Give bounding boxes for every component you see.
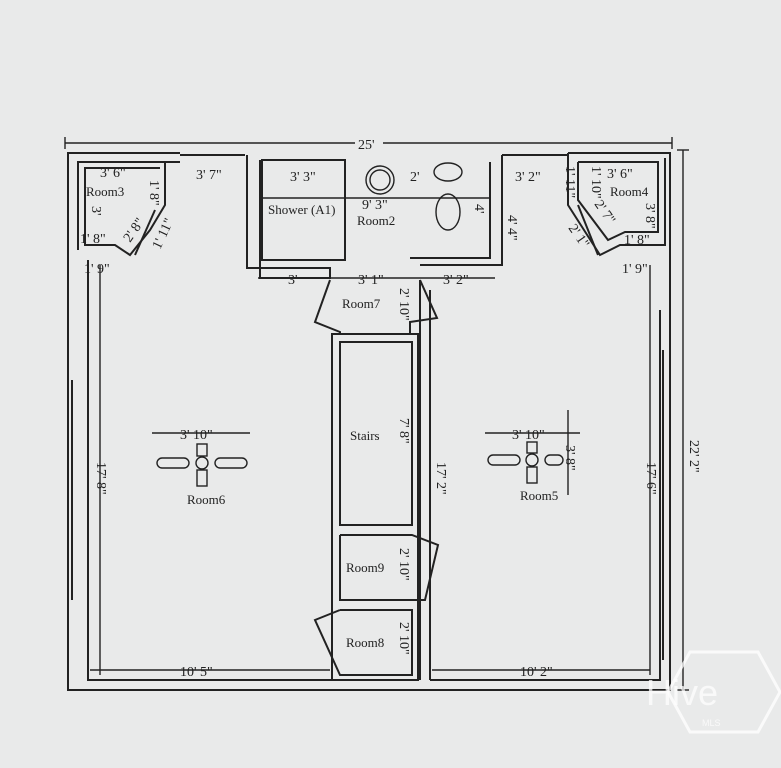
central-core: 3' 3' 1" 3' 2" Room7 2' 10" Stairs 7' 8"…	[258, 273, 495, 681]
dim-corridor-height: 17' 2"	[433, 462, 448, 495]
dim-room8-depth: 2' 10"	[396, 622, 411, 655]
dim-shower-width: 3' 3"	[290, 170, 316, 185]
dim-bath-depth: 4'	[471, 204, 486, 214]
dim-right-top: 3' 2"	[515, 170, 541, 185]
dim-room3-return: 1' 8"	[146, 180, 161, 206]
dim-room5-fan-v: 3' 8"	[562, 445, 577, 471]
dim-room3-height: 3'	[88, 206, 103, 216]
dim-below-bath-mid: 3' 1"	[358, 273, 384, 288]
room8-label: Room8	[346, 635, 384, 650]
stairs-label: Stairs	[350, 428, 380, 443]
dim-below-bath-right: 3' 2"	[443, 273, 469, 288]
room5-label: Room5	[520, 488, 558, 503]
dim-bath-width: 9' 3"	[362, 198, 388, 213]
dim-room6-bottom: 10' 5"	[180, 665, 213, 680]
exterior-walls	[67, 152, 671, 691]
dim-room6-height: 17' 8"	[93, 462, 108, 495]
dim-room4-side: 1' 8"	[624, 233, 650, 248]
dim-overall-width: 25'	[358, 138, 375, 153]
room5: 17' 6" 3' 10" 3' 8" Room5 10' 2"	[432, 265, 658, 680]
dim-below-bath-left: 3'	[288, 273, 298, 288]
dim-room5-fan: 3' 10"	[512, 428, 545, 443]
dim-room4-bottom: 1' 9"	[622, 262, 648, 277]
room4-label: Room4	[610, 184, 649, 199]
room2-bathroom: Shower (A1) Room2 3' 3" 9' 3" 2' 4' 3' 2…	[246, 155, 541, 279]
ceiling-fan-icon	[487, 441, 564, 484]
dim-room3-side: 1' 8"	[80, 232, 106, 247]
ceiling-fan-icon	[156, 443, 248, 487]
dim-room3-diag: 2' 8"	[121, 216, 148, 246]
room6-label: Room6	[187, 492, 226, 507]
room6: 17' 8" 3' 10" Room6 10' 5"	[90, 265, 330, 680]
watermark-sub: MLS	[702, 718, 721, 728]
dim-stairs-length: 7' 8"	[396, 418, 411, 444]
hive-mls-watermark: Hive MLS	[646, 650, 781, 734]
watermark-brand: Hive	[646, 672, 718, 713]
room2-label: Room2	[357, 213, 395, 228]
dim-room7-depth: 2' 10"	[396, 288, 411, 321]
dim-room5-height: 17' 6"	[643, 462, 658, 495]
room4: Room4 3' 6" 3' 8" 2' 7" 1' 8" 1' 10" 2' …	[562, 153, 666, 277]
dim-room4-height: 3' 8"	[642, 203, 657, 229]
overall-dimensions: 25' 22' 2"	[64, 135, 701, 691]
room3-label: Room3	[86, 184, 124, 199]
room7-label: Room7	[342, 296, 381, 311]
dim-room4-width: 3' 6"	[607, 167, 633, 182]
dim-room3-width: 3' 6"	[100, 166, 126, 181]
dim-room3-bottom: 1' 9"	[84, 262, 110, 277]
dim-room5-bottom: 10' 2"	[520, 665, 553, 680]
dim-hall-top-left: 3' 7"	[196, 168, 222, 183]
dim-room6-fan: 3' 10"	[180, 428, 213, 443]
dim-overall-height: 22' 2"	[686, 440, 701, 473]
dim-room4-door: 2' 1"	[565, 222, 592, 252]
dim-right-depth: 4' 4"	[504, 215, 519, 241]
room9-label: Room9	[346, 560, 384, 575]
room3: Room3 3' 6" 3' 2' 8" 1' 8" 1' 8" 1' 11" …	[80, 162, 222, 277]
shower-label: Shower (A1)	[268, 202, 336, 217]
dim-room9-depth: 2' 10"	[396, 548, 411, 581]
dim-toilet-width: 2'	[410, 170, 420, 185]
dim-room4-left: 1' 11"	[562, 166, 577, 198]
dim-room4-top: 1' 10"	[588, 166, 603, 199]
